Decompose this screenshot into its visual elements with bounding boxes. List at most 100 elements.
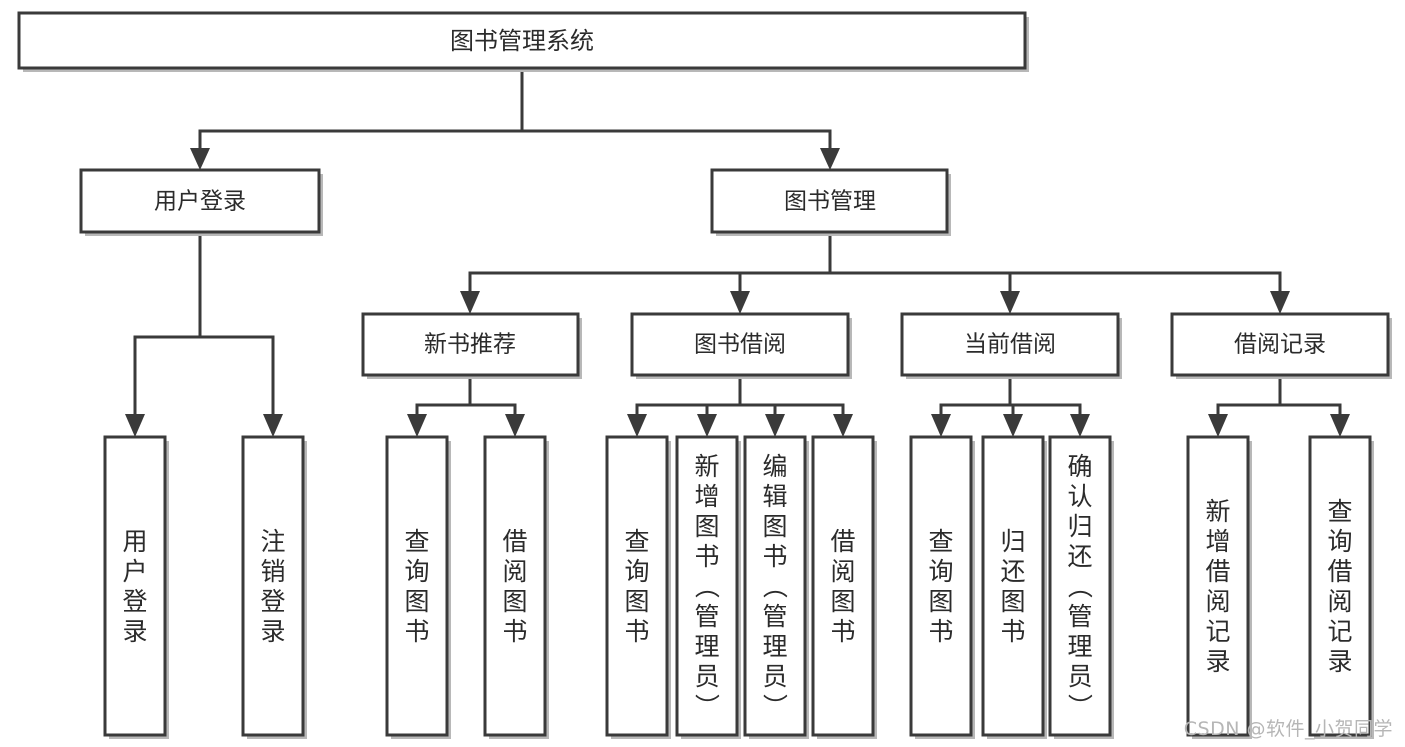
node-book-manage-box (710, 168, 949, 234)
svg-text:书: 书 (762, 542, 787, 571)
svg-text:理: 理 (694, 632, 719, 661)
svg-text:确: 确 (1067, 452, 1092, 481)
node-new-book-recommend-label: 新书推荐 (424, 332, 516, 358)
svg-text:询: 询 (624, 557, 649, 586)
node-book-borrow-label: 图书借阅 (694, 332, 786, 358)
node-leaf-query-book-rec-box (385, 435, 449, 737)
connector-user-login-to-leaves (133, 230, 275, 420)
leaf-layer: 用户登录注销登录查询图书借阅图书查询图书新增图书（管理员）编辑图书（管理员）借阅… (103, 435, 1374, 739)
arrow-to-leaf-query-record (1330, 414, 1350, 437)
arrow-to-leaf-add-book (697, 414, 717, 437)
svg-text:员: 员 (694, 662, 719, 691)
svg-text:书: 书 (1000, 617, 1025, 646)
node-book-manage[interactable]: 图书管理 (710, 168, 951, 236)
node-current-borrow[interactable]: 当前借阅 (900, 312, 1122, 379)
arrow-to-new-book-recommend (460, 291, 480, 314)
node-leaf-user-login[interactable]: 用户登录 (103, 435, 169, 739)
connector-layer (125, 66, 1350, 437)
node-leaf-query-record-box (1308, 435, 1372, 737)
arrow-to-leaf-return-book (1003, 414, 1023, 437)
node-current-borrow-box (900, 312, 1120, 377)
connector-book-borrow-to-leaves (635, 373, 845, 420)
svg-text:书: 书 (928, 617, 953, 646)
svg-text:员: 员 (1067, 662, 1092, 691)
node-book-borrow[interactable]: 图书借阅 (630, 312, 852, 379)
arrow-to-leaf-user-login (125, 414, 145, 437)
svg-text:阅: 阅 (830, 557, 855, 586)
svg-text:图: 图 (502, 587, 527, 616)
node-root-box (17, 11, 1027, 70)
svg-text:管: 管 (762, 602, 787, 631)
arrow-to-current-borrow (1000, 291, 1020, 314)
svg-text:阅: 阅 (502, 557, 527, 586)
svg-text:（: （ (760, 573, 789, 598)
svg-text:书: 书 (624, 617, 649, 646)
node-leaf-user-login-box (103, 435, 167, 737)
node-leaf-return-book-box (981, 435, 1045, 737)
node-user-login[interactable]: 用户登录 (79, 168, 323, 236)
svg-text:销: 销 (260, 557, 285, 586)
svg-text:（: （ (1065, 573, 1094, 598)
svg-text:员: 员 (762, 662, 787, 691)
svg-text:书: 书 (694, 542, 719, 571)
svg-text:查: 查 (1327, 497, 1352, 526)
svg-text:）: ） (760, 693, 789, 718)
connector-current-borrow-to-leaves (939, 373, 1082, 420)
node-leaf-logout-box (241, 435, 305, 737)
arrow-to-leaf-logout (263, 414, 283, 437)
svg-text:还: 还 (1000, 557, 1025, 586)
node-leaf-add-book-box (675, 435, 739, 737)
svg-text:管: 管 (694, 602, 719, 631)
arrow-to-book-borrow (730, 291, 750, 314)
svg-text:新: 新 (694, 452, 719, 481)
svg-text:询: 询 (1327, 527, 1352, 556)
node-user-login-box (79, 168, 321, 234)
svg-text:询: 询 (404, 557, 429, 586)
arrow-to-leaf-borrow-book-rec (505, 414, 525, 437)
svg-text:图: 图 (694, 512, 719, 541)
node-borrow-record[interactable]: 借阅记录 (1170, 312, 1392, 379)
svg-text:（: （ (692, 573, 721, 598)
svg-text:录: 录 (122, 617, 147, 646)
svg-text:借: 借 (830, 527, 855, 556)
node-book-borrow-box (630, 312, 850, 377)
node-leaf-edit-book-box (743, 435, 807, 737)
svg-text:）: ） (1065, 693, 1094, 718)
svg-text:录: 录 (260, 617, 285, 646)
svg-text:询: 询 (928, 557, 953, 586)
svg-text:录: 录 (1327, 647, 1352, 676)
node-new-book-recommend[interactable]: 新书推荐 (361, 312, 582, 379)
svg-text:还: 还 (1067, 542, 1092, 571)
svg-text:管: 管 (1067, 602, 1092, 631)
node-leaf-confirm-return-box (1048, 435, 1112, 737)
arrow-to-leaf-query-book-cur (931, 414, 951, 437)
svg-text:查: 查 (928, 527, 953, 556)
svg-text:辑: 辑 (762, 482, 787, 511)
svg-text:图: 图 (830, 587, 855, 616)
arrow-to-leaf-edit-book (765, 414, 785, 437)
svg-text:录: 录 (1205, 647, 1230, 676)
node-new-book-recommend-box (361, 312, 580, 377)
arrow-to-user-login (190, 148, 210, 170)
node-root[interactable]: 图书管理系统 (17, 11, 1029, 72)
